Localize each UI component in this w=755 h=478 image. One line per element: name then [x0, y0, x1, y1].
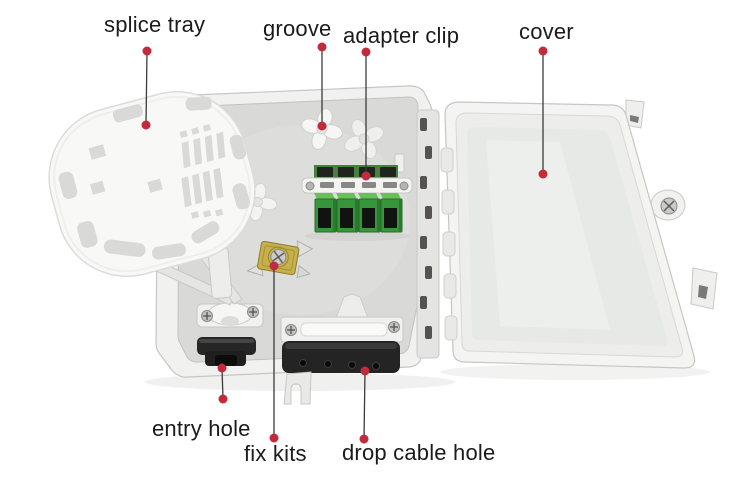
label-cover: cover: [519, 19, 574, 44]
adapter-rail: [301, 177, 413, 194]
fork-tab: [283, 371, 312, 405]
rail-screw-right: [399, 181, 409, 191]
rail-screw-left: [305, 181, 315, 191]
label-groove: groove: [263, 16, 332, 41]
label-fix-kits: fix kits: [244, 441, 307, 466]
leader-fix-kits: [269, 261, 279, 443]
cable-clamp-bracket: [196, 302, 264, 328]
groove-clip-b: [343, 118, 385, 160]
fix-kit: [246, 240, 314, 279]
splice-tray-arms: [149, 246, 243, 306]
splice-tray: [48, 90, 256, 278]
hinge-strip: [416, 109, 440, 359]
leader-cover: [538, 46, 548, 179]
label-drop-cable-hole: drop cable hole: [342, 440, 496, 465]
cover-hinge-knuckles: [440, 147, 458, 341]
entry-hole-grommet: [197, 337, 256, 366]
leader-lines: [141, 42, 548, 444]
leader-adapter-clip: [361, 47, 371, 181]
label-adapter-clip: adapter clip: [343, 23, 460, 48]
cover-shadow: [440, 364, 710, 380]
label-entry-hole: entry hole: [152, 416, 251, 441]
cover: [440, 99, 718, 369]
leader-drop-cable-hole: [359, 366, 370, 444]
sc-adapters: [314, 193, 403, 233]
splice-tray-cutouts: [58, 96, 251, 260]
leader-groove: [317, 42, 327, 131]
drop-cable-assembly: [280, 293, 404, 405]
leader-entry-hole: [217, 363, 228, 404]
label-splice-tray: splice tray: [104, 12, 206, 37]
leader-splice-tray: [141, 46, 152, 130]
